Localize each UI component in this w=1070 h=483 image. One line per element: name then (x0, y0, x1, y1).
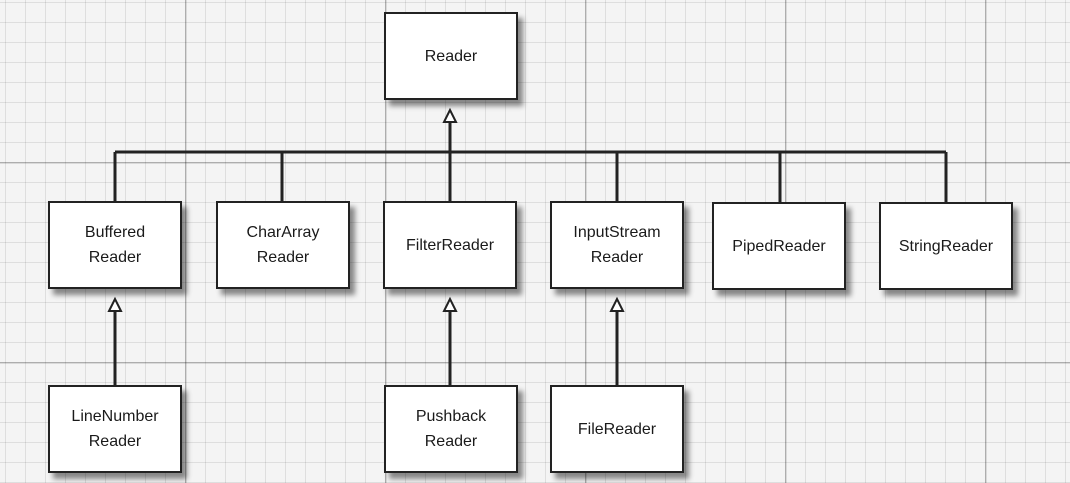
node-inputstream-reader-label: InputStream Reader (573, 224, 661, 266)
node-file-reader-label: FileReader (577, 420, 657, 438)
inheritance-arrowhead-buffered (107, 296, 123, 312)
node-piped-reader: PipedReader (712, 202, 846, 290)
node-filter-reader-label: FilterReader (405, 236, 495, 254)
node-linenumber-reader: LineNumber Reader (48, 385, 182, 473)
node-inputstream-reader: InputStream Reader (550, 201, 684, 289)
edge-linenumber-to-buffered (107, 296, 123, 386)
node-buffered-reader-label: Buffered Reader (84, 224, 146, 266)
inheritance-arrowhead-reader (442, 107, 458, 123)
inheritance-arrowhead-filter (442, 296, 458, 312)
node-string-reader: StringReader (879, 202, 1013, 290)
node-chararray-reader-label: CharArray Reader (246, 224, 320, 266)
node-string-reader-label: StringReader (898, 237, 994, 255)
node-chararray-reader: CharArray Reader (216, 201, 350, 289)
node-file-reader: FileReader (550, 385, 684, 473)
node-buffered-reader: Buffered Reader (48, 201, 182, 289)
node-reader-label: Reader (424, 47, 478, 65)
node-filter-reader: FilterReader (383, 201, 517, 289)
node-reader: Reader (384, 12, 518, 100)
inheritance-arrowhead-inputstream (609, 296, 625, 312)
edge-file-to-inputstream (609, 296, 625, 386)
edge-pushback-to-filter (442, 296, 458, 386)
bus-reader-children (113, 122, 948, 203)
node-piped-reader-label: PipedReader (732, 237, 826, 255)
node-pushback-reader: Pushback Reader (384, 385, 518, 473)
node-pushback-reader-label: Pushback Reader (415, 408, 487, 450)
node-linenumber-reader-label: LineNumber Reader (71, 408, 159, 450)
